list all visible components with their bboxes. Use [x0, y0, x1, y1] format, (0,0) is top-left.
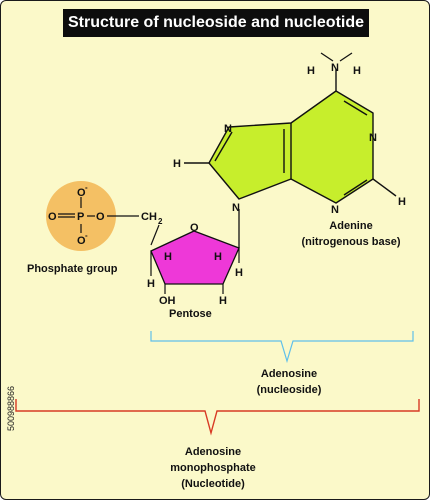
adenine-n9: N: [232, 202, 240, 214]
pentose-oh: OH: [159, 295, 176, 307]
nucleoside-label: (nucleoside): [257, 384, 322, 396]
amino-bond-right: [339, 52, 353, 62]
phosphate-o-top: O: [77, 187, 86, 199]
adenine-h8: H: [173, 158, 181, 170]
phosphate-group-label: Phosphate group: [27, 263, 118, 275]
ch2-bond: [150, 224, 160, 246]
phosphate-p: P: [77, 211, 84, 223]
phosphate-o-left: O: [48, 211, 57, 223]
amino-n: N: [331, 62, 339, 74]
adenine-internal-bonds: [184, 69, 397, 197]
pentose-h-c1: H: [235, 267, 243, 279]
ch2-label: CH: [141, 211, 157, 223]
phosphate-circle: [46, 181, 116, 251]
amino-h-left: H: [307, 65, 315, 77]
adenine-n1: N: [369, 132, 377, 144]
pentose-ring: [150, 230, 240, 285]
adenine-sublabel: (nitrogenous base): [301, 236, 400, 248]
pentose-h-c4: H: [147, 278, 155, 290]
adenosine-label: Adenosine: [261, 368, 317, 380]
adenine-label: Adenine: [329, 220, 372, 232]
adenine-h2: H: [398, 196, 406, 208]
pentose-label: Pentose: [169, 308, 212, 320]
diagram-title: Structure of nucleoside and nucleotide: [63, 9, 369, 37]
pentose-h-c2: H: [219, 295, 227, 307]
phosphate-o-top-charge: -: [85, 183, 88, 192]
amino-bond-left: [320, 52, 334, 62]
adenine-n3: N: [331, 204, 339, 216]
pentose-ring-o: O: [190, 222, 199, 234]
phosphate-bonds: [58, 197, 139, 233]
nucleoside-brace: [150, 331, 414, 364]
phosphate-o-bottom: O: [77, 235, 86, 247]
watermark-id: 500988866: [6, 386, 16, 431]
adenine-n7: N: [224, 123, 232, 135]
amp-label-line2: monophosphate: [170, 462, 256, 474]
ch2-subscript: 2: [158, 217, 163, 226]
pentose-substituent-bonds: [150, 248, 240, 294]
phosphate-o-bottom-charge: -: [85, 231, 88, 240]
nucleotide-brace: [15, 399, 420, 436]
amp-label-line1: Adenosine: [185, 446, 241, 458]
phosphate-o-right: O: [96, 211, 105, 223]
amp-label-line3: (Nucleotide): [181, 478, 245, 490]
pentose-h-right: H: [214, 251, 222, 263]
pentose-h-left: H: [164, 251, 172, 263]
amino-h-right: H: [353, 65, 361, 77]
